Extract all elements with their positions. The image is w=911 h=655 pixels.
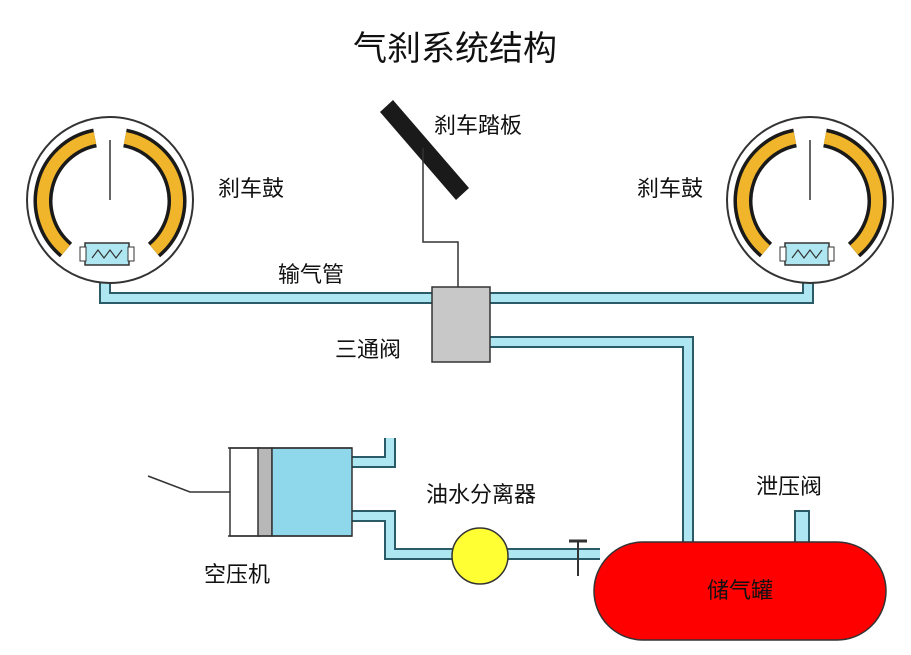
- brake-drum-right-label: 刹车鼓: [637, 177, 703, 202]
- brake-pedal-icon: [380, 100, 469, 287]
- oil-water-separator-icon: [451, 527, 509, 585]
- air-tank-label: 储气罐: [707, 579, 773, 604]
- air-pipe-label: 输气管: [278, 263, 344, 288]
- brake-drum-icon: [726, 116, 894, 284]
- check-valve-icon: [569, 539, 587, 576]
- pressure-relief-valve-label: 泄压阀: [756, 475, 822, 500]
- three-way-valve-icon: [431, 286, 491, 363]
- air-compressor-label: 空压机: [204, 563, 270, 588]
- brake-pedal-label: 刹车踏板: [434, 114, 522, 139]
- brake-drum-icon: [26, 116, 194, 284]
- air-compressor-icon: [147, 447, 353, 537]
- oil-water-separator-label: 油水分离器: [426, 483, 536, 508]
- air-tank-icon: [593, 541, 887, 641]
- brake-drum-left-label: 刹车鼓: [218, 177, 284, 202]
- three-way-valve-label: 三通阀: [335, 338, 401, 363]
- page-title: 气刹系统结构: [353, 29, 557, 69]
